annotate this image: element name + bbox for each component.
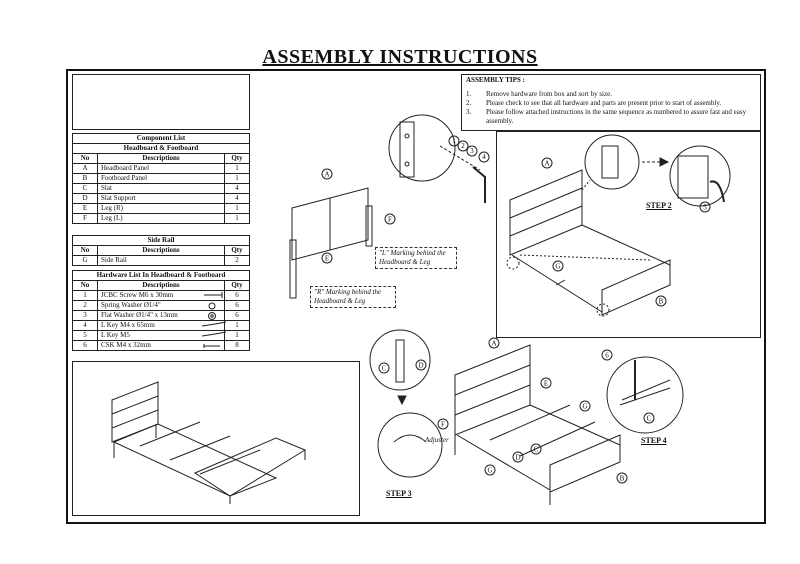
label-b: B xyxy=(659,298,664,306)
step2-panel xyxy=(496,131,761,338)
label-6: 6 xyxy=(605,352,609,360)
step2-detail xyxy=(581,134,731,207)
bed-overview-panel xyxy=(72,361,360,516)
tips-title: ASSEMBLY TIPS : xyxy=(466,76,525,84)
step1-headboard xyxy=(289,187,373,300)
label-e: E xyxy=(325,255,329,263)
step3-label: STEP 3 xyxy=(386,489,412,498)
label-d: D xyxy=(418,362,423,370)
col-desc: Descriptions xyxy=(97,153,225,164)
r-marking-note: "R" Marking behind the Headboard & Leg xyxy=(310,286,396,308)
hardware-title: Hardware List In Headboard & Footboard xyxy=(72,270,250,281)
tip-item: 1.Remove hardware from box and sort by s… xyxy=(466,90,612,98)
label-3: 3 xyxy=(470,147,474,155)
assembly-tips-panel xyxy=(461,74,761,131)
assembly-tips: ASSEMBLY TIPS : 1.Remove hardware from b… xyxy=(466,76,758,126)
label-b: B xyxy=(620,475,625,483)
label-a: A xyxy=(491,340,496,348)
bed-overview-illustration xyxy=(111,381,307,504)
assembly-diagram: A F E A G B 5 A E F G C D G B C D 6 C 1 … xyxy=(289,114,731,505)
step1-detail xyxy=(388,114,490,203)
step4-detail xyxy=(606,356,684,434)
csk-screw-icon xyxy=(203,344,220,348)
spring-washer-icon xyxy=(208,302,216,310)
l-marking-note: "L" Marking behind the Headboard & Leg xyxy=(375,247,457,269)
label-2: 2 xyxy=(461,142,465,150)
adjuster-label: Adjuster xyxy=(425,436,449,444)
instruction-frame xyxy=(66,69,766,524)
page-title: ASSEMBLY INSTRUCTIONS xyxy=(262,46,538,68)
tip-item: 3.Please follow attached instructions in… xyxy=(466,108,747,125)
hardware-icons xyxy=(201,292,227,348)
step2-label: STEP 2 xyxy=(646,201,672,210)
step4-label: STEP 4 xyxy=(641,436,667,445)
col-no: No xyxy=(72,153,98,164)
label-f: F xyxy=(388,216,392,224)
side-rail-title: Side Rail xyxy=(72,235,250,246)
label-g: G xyxy=(487,467,492,475)
label-f: F xyxy=(441,421,445,429)
label-markers xyxy=(321,157,711,484)
flat-washer-icon xyxy=(208,312,216,320)
label-g: G xyxy=(582,403,587,411)
step3-details xyxy=(369,329,443,478)
component-title: Component List xyxy=(72,133,250,144)
tip-item: 2.Please check to see that all hardware … xyxy=(466,99,722,107)
label-d: D xyxy=(515,454,520,462)
label-a: A xyxy=(544,160,549,168)
label-g: G xyxy=(555,263,560,271)
screw-icon xyxy=(204,292,223,298)
l-key-icon xyxy=(201,321,227,327)
label-c: C xyxy=(382,365,387,373)
label-c: C xyxy=(534,446,539,454)
component-table: Component List Headboard & Footboard No … xyxy=(72,133,250,224)
step2-bed xyxy=(506,169,671,317)
label-texts: A F E A G B 5 A E F G C D G B C D 6 C 1 … xyxy=(324,137,707,483)
blank-panel xyxy=(72,74,250,130)
label-a: A xyxy=(324,171,329,179)
label-e: E xyxy=(544,380,548,388)
hardware-table: Hardware List In Headboard & Footboard N… xyxy=(72,270,250,351)
label-5: 5 xyxy=(703,204,707,212)
col-qty: Qty xyxy=(224,153,250,164)
l-key-small-icon xyxy=(201,331,227,337)
step3-bed xyxy=(454,344,621,505)
label-1: 1 xyxy=(452,137,456,145)
component-subtitle: Headboard & Footboard xyxy=(72,143,250,154)
label-c: C xyxy=(647,415,652,423)
label-4: 4 xyxy=(482,153,486,161)
